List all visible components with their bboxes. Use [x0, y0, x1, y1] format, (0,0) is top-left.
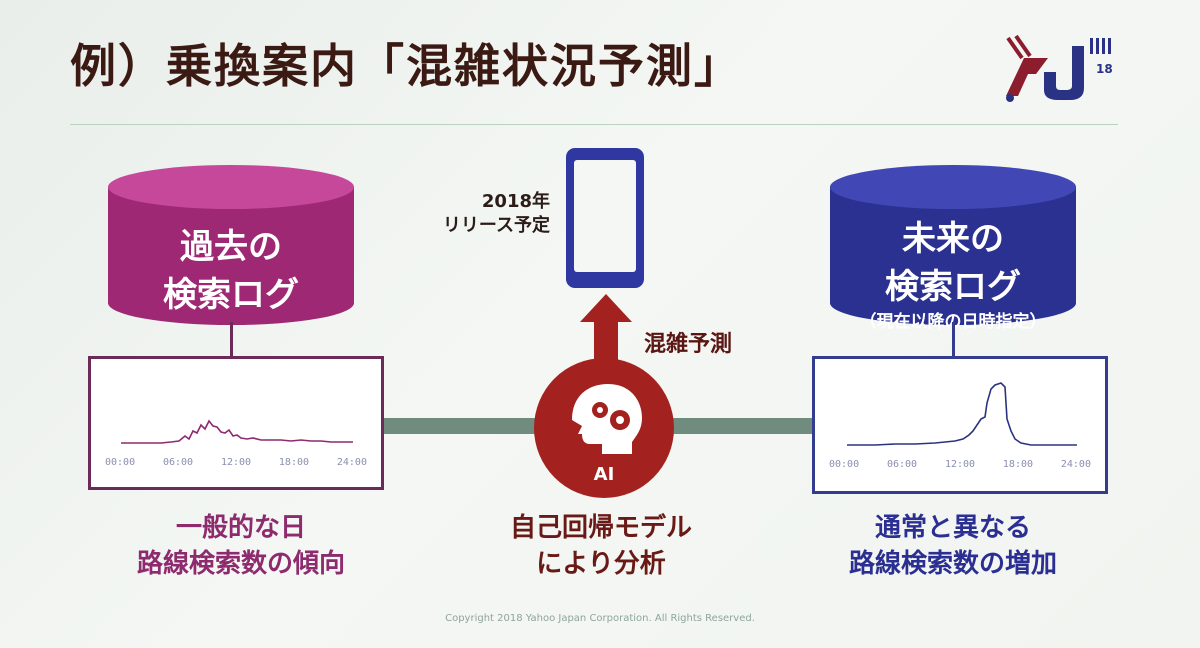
ai-label: AI [593, 464, 615, 485]
time-label: 12:00 [220, 457, 252, 468]
past-trend-graph: 00:00 06:00 12:00 18:00 24:00 [88, 356, 384, 490]
copyright-notice: Copyright 2018 Yahoo Japan Corporation. … [445, 613, 755, 624]
model-caption: 自己回帰モデル により分析 [478, 510, 724, 582]
ai-head-gears-icon [572, 384, 642, 454]
title-divider [70, 124, 1118, 125]
future-db-line1: 未来の [902, 219, 1004, 259]
time-label: 24:00 [1060, 459, 1091, 470]
smartphone-icon [564, 146, 646, 290]
past-caption-line2: 路線検索数の傾向 [136, 549, 345, 579]
model-caption-line1: 自己回帰モデル [509, 513, 692, 543]
past-trend-line [121, 419, 353, 444]
future-db-line2: 検索ログ [885, 267, 1021, 307]
time-label: 06:00 [886, 459, 918, 470]
past-caption: 一般的な日 路線検索数の傾向 [118, 510, 364, 582]
time-label: 18:00 [278, 457, 310, 468]
past-search-log-database: 過去の 検索ログ [108, 165, 354, 325]
congestion-prediction-label: 混雑予測 [644, 332, 733, 357]
time-label: 00:00 [829, 459, 860, 470]
yahoo-conference-logo-icon [1006, 34, 1111, 102]
future-caption-line1: 通常と異なる [874, 513, 1031, 543]
future-caption: 通常と異なる 路線検索数の増加 [830, 510, 1076, 582]
model-caption-line2: により分析 [536, 549, 666, 579]
future-trend-line [847, 382, 1077, 446]
slide-title: 例）乗換案内「混雑状況予測」 [70, 39, 742, 93]
time-label: 06:00 [162, 457, 194, 468]
past-caption-line1: 一般的な日 [175, 513, 306, 543]
time-label: 18:00 [1002, 459, 1034, 470]
time-label: 24:00 [336, 457, 367, 468]
future-caption-line2: 路線検索数の増加 [848, 549, 1057, 579]
database-cylinder-icon [108, 165, 354, 325]
future-db-stem [952, 322, 955, 358]
past-db-stem [230, 322, 233, 358]
ai-analysis-badge: AI [532, 356, 676, 500]
conference-logo: 18 [1000, 32, 1120, 106]
time-label: 00:00 [105, 457, 136, 468]
time-label: 12:00 [944, 459, 976, 470]
up-arrow-icon [578, 292, 634, 362]
logo-number: 18 [1096, 62, 1113, 76]
database-cylinder-icon [830, 165, 1076, 325]
release-year: 2018年 [481, 191, 550, 212]
future-trend-graph: 00:00 06:00 12:00 18:00 24:00 [812, 356, 1108, 494]
release-note: 2018年 リリース予定 [380, 190, 550, 238]
future-search-log-database: 未来の 検索ログ （現在以降の日時指定） [830, 165, 1076, 332]
past-db-line1: 過去の [180, 227, 282, 267]
past-db-line2: 検索ログ [163, 275, 299, 315]
release-schedule: リリース予定 [442, 215, 550, 236]
